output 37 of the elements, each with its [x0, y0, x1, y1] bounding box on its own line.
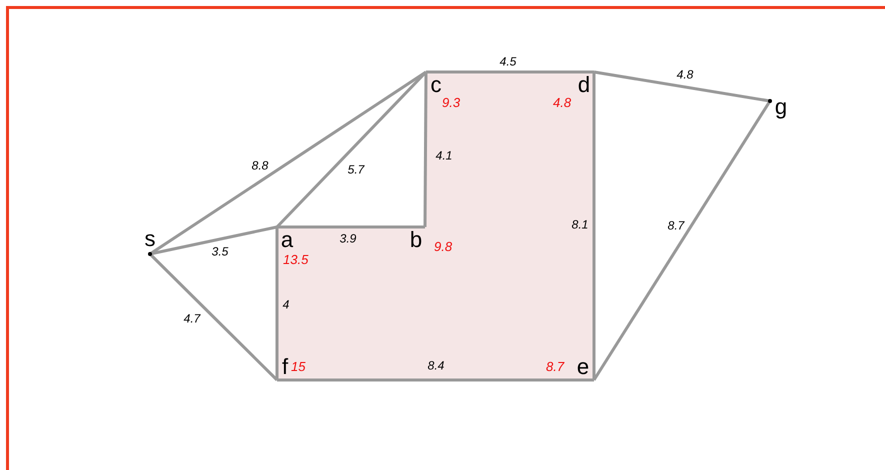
vertex-label: b	[407, 227, 425, 253]
edge-label: 8.7	[668, 220, 684, 232]
edge-label: 4.8	[676, 68, 694, 82]
edge-label: 3.9	[340, 232, 356, 246]
edge-label: 4.5	[500, 56, 516, 68]
vertex-label: g	[770, 94, 792, 120]
edge-line	[424, 72, 428, 227]
edge-line	[148, 252, 278, 382]
vertex-value: 13.5	[283, 253, 308, 267]
edge-label: 4.7	[184, 312, 200, 326]
vertex-label: s	[141, 224, 159, 254]
vertex-value: 4.8	[553, 96, 572, 110]
vertex-value: 9.8	[434, 240, 452, 254]
edge-line	[276, 70, 428, 228]
vertex-label: e	[572, 354, 594, 380]
edge-line	[276, 227, 278, 380]
edge-label: 8.1	[572, 218, 588, 232]
vertex-label: d	[574, 72, 594, 98]
vertex-value: 9.3	[442, 96, 460, 110]
edge-line	[426, 70, 594, 74]
edge-label: 8.4	[428, 360, 444, 372]
vertex-label: f	[277, 354, 293, 380]
vertex-label: c	[426, 72, 446, 98]
edge-label: 5.7	[348, 164, 364, 176]
edge-label: 3.5	[212, 246, 228, 258]
edge-line	[592, 100, 772, 381]
edge-label: 8.8	[252, 160, 268, 172]
edge-label: 4	[282, 298, 290, 312]
edge-line	[150, 226, 278, 256]
edge-line	[594, 70, 770, 102]
vertex-value: 15	[291, 360, 306, 374]
edge-label: 4.1	[436, 150, 452, 162]
edge-line	[277, 226, 425, 228]
edge-line	[277, 378, 594, 382]
vertex-label: a	[277, 227, 297, 253]
vertex-value: 8.7	[546, 360, 564, 374]
edge-line	[592, 72, 596, 380]
